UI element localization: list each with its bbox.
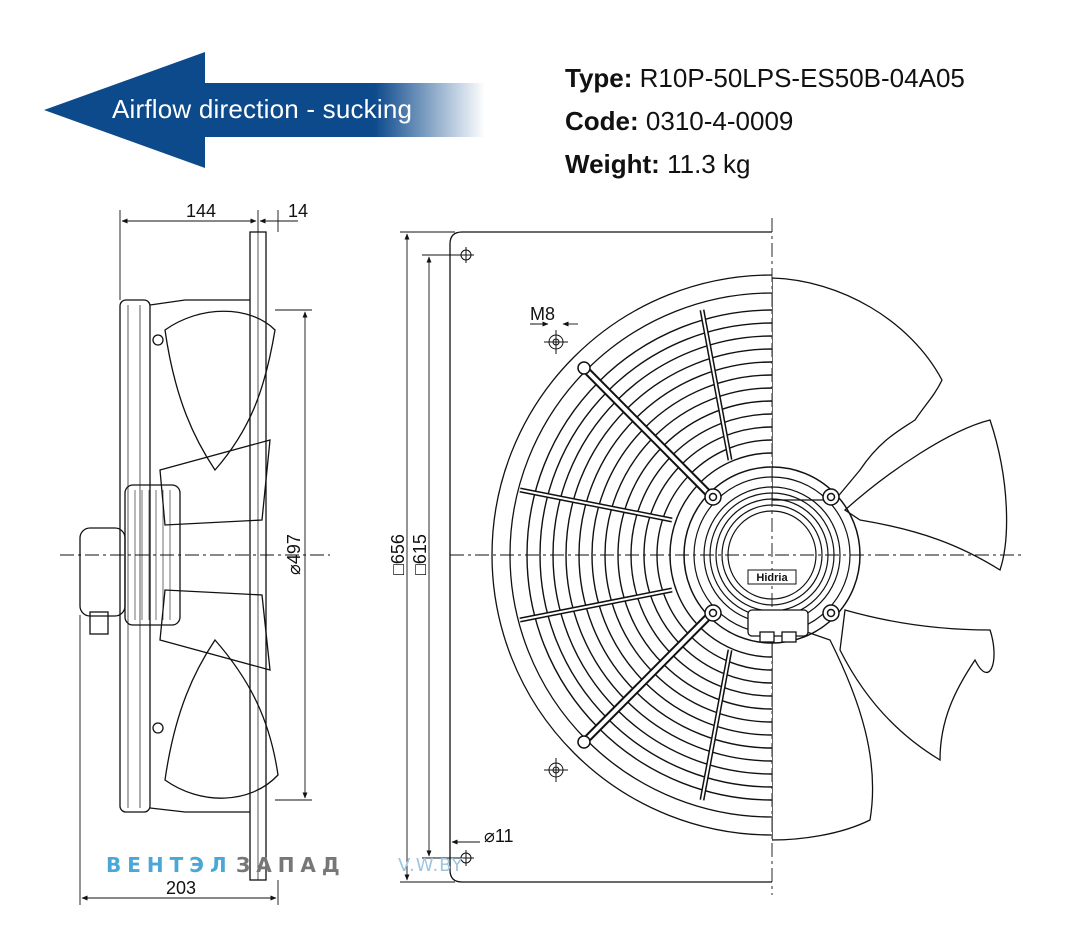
front-hub-bolts (704, 488, 840, 622)
front-blade-top (772, 277, 943, 501)
dim-panel-inner: □615 (410, 534, 430, 575)
dim-diameter: ⌀497 (284, 534, 304, 575)
front-panel (449, 231, 772, 883)
dim-hole: ⌀11 (484, 826, 514, 846)
front-blade-bottom (772, 619, 874, 841)
front-guard (491, 274, 772, 836)
spec-weight: Weight: 11.3 kg (565, 144, 965, 187)
front-blade-right (843, 419, 1008, 571)
front-dimensions (400, 231, 578, 883)
airflow-banner: Airflow direction - sucking (0, 0, 520, 200)
airflow-arrow-icon (44, 52, 485, 168)
front-blade-lower-right (839, 609, 995, 762)
dim-panel-outer: □656 (388, 534, 408, 575)
watermark-part2: ЗАПАД (236, 853, 346, 877)
spec-code-label: Code: (565, 106, 639, 136)
dim-thread: M8 (530, 304, 555, 324)
side-terminal-box (79, 527, 126, 617)
spec-weight-value: 11.3 kg (667, 149, 751, 179)
side-rear-plate (119, 299, 151, 813)
spec-code: Code: 0310-4-0009 (565, 101, 965, 144)
side-view (60, 231, 330, 881)
dim-side-depth: 144 (186, 201, 216, 221)
spec-type-value: R10P-50LPS-ES50B-04A05 (639, 63, 965, 93)
side-blade-upper (164, 310, 276, 472)
side-mount-hole-bottom (152, 722, 164, 734)
dim-overall-depth: 203 (166, 878, 196, 898)
side-blade-mid-upper (159, 439, 271, 526)
side-guard-profile (149, 299, 250, 813)
front-view (449, 218, 1025, 895)
hidria-logo (747, 569, 797, 585)
airflow-direction-label: Airflow direction - sucking (112, 94, 413, 124)
spec-weight-label: Weight: (565, 149, 660, 179)
spec-code-value: 0310-4-0009 (645, 106, 794, 136)
spec-type: Type: R10P-50LPS-ES50B-04A05 (565, 58, 965, 101)
m8-studs (544, 330, 568, 782)
side-cable-gland (89, 611, 109, 635)
front-blades (772, 277, 1008, 841)
front-terminal-box (747, 609, 809, 637)
spec-block: Type: R10P-50LPS-ES50B-04A05 Code: 0310-… (565, 58, 965, 187)
dim-flange-thickness: 14 (288, 201, 308, 221)
side-blade-lower (164, 638, 279, 799)
hidria-logo-text: Hidria (756, 572, 788, 584)
side-dimensions (79, 210, 312, 905)
watermark-part3: V.W.BY (398, 855, 464, 876)
front-hub-outer (683, 466, 861, 644)
spec-type-label: Type: (565, 63, 633, 93)
side-mount-hole-top (152, 334, 164, 346)
panel-corner-holes (458, 247, 474, 866)
side-blade-mid-lower (159, 589, 271, 671)
side-rotor-fins (134, 490, 171, 620)
watermark-part1: ВЕНТЭЛ (106, 853, 233, 877)
